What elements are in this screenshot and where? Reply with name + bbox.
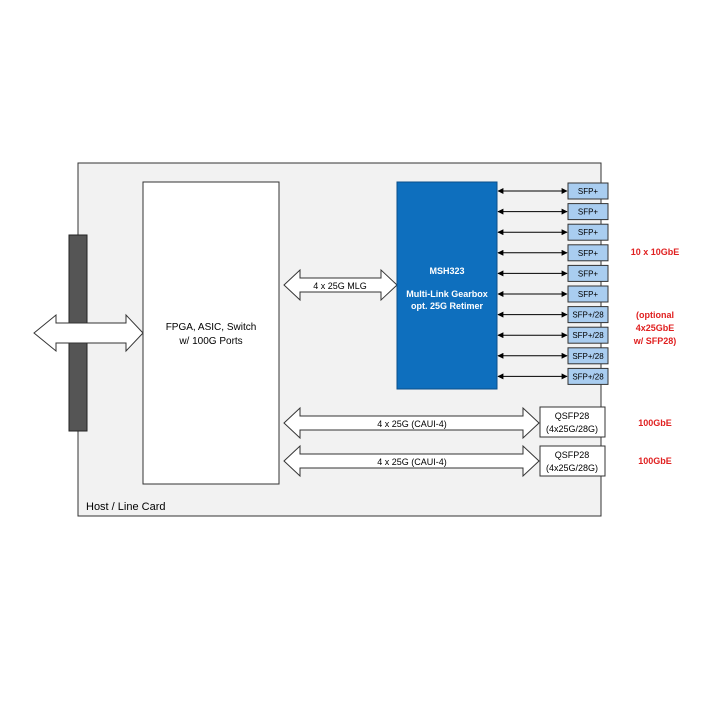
fpga-label-line1: FPGA, ASIC, Switch: [166, 322, 257, 333]
sfp-port-label: SFP+: [578, 249, 599, 258]
gearbox-name: MSH323: [429, 266, 464, 276]
sfp-port-label: SFP+/28: [572, 352, 604, 361]
mlg-link-label: 4 x 25G MLG: [313, 281, 367, 291]
gearbox-block: [396, 181, 498, 390]
caui-link-label-1: 4 x 25G (CAUI-4): [377, 419, 447, 429]
sfp-port: [567, 244, 609, 262]
qsfp-2-rate-label: 100GbE: [638, 456, 672, 466]
optional-label-line2: 4x25GbE: [636, 323, 675, 333]
sfp-group-label: 10 x 10GbE: [631, 247, 680, 257]
gearbox-line2: opt. 25G Retimer: [411, 301, 484, 311]
fpga-block: [142, 181, 280, 485]
sfp-port: [567, 182, 609, 200]
sfp-port: [567, 285, 609, 303]
host-card-label: Host / Line Card: [86, 501, 165, 513]
sfp-port-label: SFP+: [578, 228, 599, 237]
sfp-port: [567, 367, 609, 385]
sfp-port-label: SFP+/28: [572, 311, 604, 320]
sfp-port-label: SFP+: [578, 290, 599, 299]
sfp-port: [567, 347, 609, 365]
caui-link-arrow-1: [283, 406, 540, 440]
caui-link-arrow-2: [283, 444, 540, 478]
sfp-port-label: SFP+/28: [572, 372, 604, 381]
sfp-port: [567, 203, 609, 221]
optional-label-line3: w/ SFP28): [633, 336, 677, 346]
qsfp-port-1: [539, 406, 606, 438]
qsfp-port-1-line1: QSFP28: [555, 411, 590, 421]
qsfp-port-2-line1: QSFP28: [555, 450, 590, 460]
sfp-port-group: SFP+SFP+SFP+SFP+SFP+SFP+SFP+/28SFP+/28SF…: [497, 182, 609, 385]
qsfp-1-rate-label: 100GbE: [638, 418, 672, 428]
qsfp-port-2: [539, 445, 606, 477]
sfp-port-label: SFP+: [578, 208, 599, 217]
sfp-port-label: SFP+: [578, 269, 599, 278]
caui-link-label-2: 4 x 25G (CAUI-4): [377, 457, 447, 467]
optional-label-line1: (optional: [636, 310, 674, 320]
sfp-port: [567, 306, 609, 324]
sfp-port: [567, 326, 609, 344]
sfp-port: [567, 264, 609, 282]
sfp-port: [567, 223, 609, 241]
gearbox-line1: Multi-Link Gearbox: [406, 289, 488, 299]
qsfp-port-1-line2: (4x25G/28G): [546, 424, 598, 434]
fpga-label-line2: w/ 100G Ports: [178, 336, 242, 347]
sfp-port-label: SFP+: [578, 187, 599, 196]
sfp-port-label: SFP+/28: [572, 331, 604, 340]
qsfp-port-2-line2: (4x25G/28G): [546, 463, 598, 473]
